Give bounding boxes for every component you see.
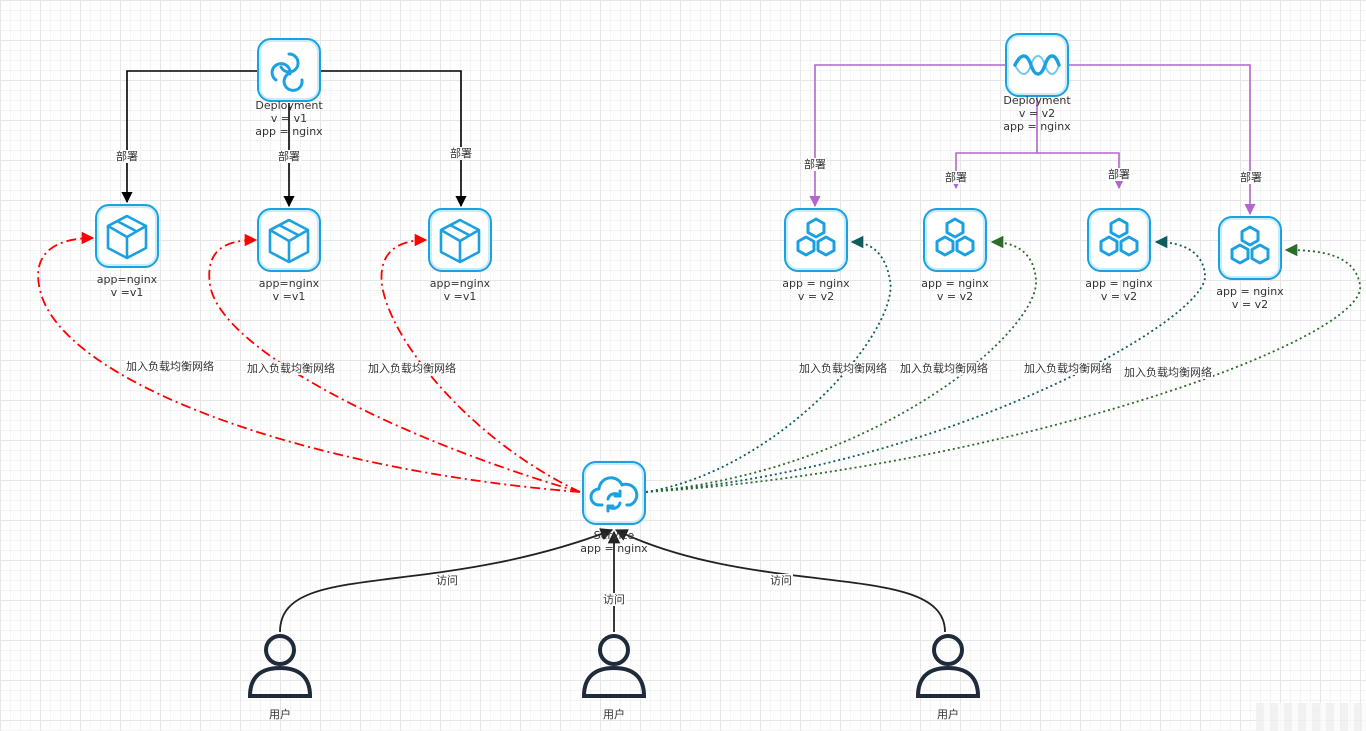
edge-label-join-lb: 加入负载均衡网络 [899,362,989,375]
person-icon [247,634,313,698]
wave-icon [1013,54,1061,76]
user-label: 用户 [937,708,959,721]
edge-label-join-lb: 加入负载均衡网络 [798,362,888,375]
pod-v1-node[interactable] [95,204,159,268]
edge-label-deploy: 部署 [944,171,968,184]
pod-v2-node[interactable] [1087,208,1151,272]
service-node[interactable] [582,461,646,525]
pod-v2-node[interactable] [784,208,848,272]
pod-v2-node[interactable] [923,208,987,272]
pod-v2-node[interactable] [1218,216,1282,280]
user-actor[interactable] [914,632,982,698]
user-label: 用户 [603,708,625,721]
cube-box-icon [106,214,148,260]
service-label: Service app = nginx [580,529,648,555]
user-actor[interactable] [246,632,314,698]
lb-v1-edges [37,231,581,493]
deployment-v2-node[interactable] [1005,33,1069,97]
edge-label-join-lb: 加入负载均衡网络 [1023,362,1113,375]
watermark-blur [1256,703,1366,731]
edge-label-access: 访问 [435,574,459,587]
pod-v1-node[interactable] [257,208,321,272]
edge-label-join-lb: 加入负载均衡网络 [1123,366,1213,379]
cube-box-icon [439,218,481,264]
edge-label-deploy: 部署 [803,158,827,171]
hexagon-cluster-icon [796,217,836,257]
deployment-v2-label: Deployment v = v2 app = nginx [1003,94,1071,133]
cloud-sync-icon [589,476,639,513]
cube-box-icon [268,218,310,264]
hexagon-cluster-icon [1230,225,1270,265]
user-label: 用户 [269,708,291,721]
edge-label-deploy: 部署 [277,150,301,163]
deployment-v1-label: Deployment v = v1 app = nginx [255,99,323,138]
edge-label-deploy: 部署 [449,147,473,160]
person-icon [581,634,647,698]
user-actor[interactable] [580,632,648,698]
edge-label-access: 访问 [769,574,793,587]
edge-label-access: 访问 [602,593,626,606]
edge-label-deploy: 部署 [1107,168,1131,181]
edge-label-join-lb: 加入负载均衡网络 [125,360,215,373]
hexagon-cluster-icon [1099,217,1139,257]
edge-label-deploy: 部署 [1239,171,1263,184]
access-edges [279,528,946,633]
edge-label-join-lb: 加入负载均衡网络 [367,362,457,375]
cycle-arrows-icon [270,52,304,92]
edge-label-deploy: 部署 [115,150,139,163]
hexagon-cluster-icon [935,217,975,257]
pod-v1-node[interactable] [428,208,492,272]
deployment-v1-node[interactable] [257,38,321,102]
lb-v2-edges [645,235,1361,493]
edge-label-join-lb: 加入负载均衡网络 [246,362,336,375]
person-icon [915,634,981,698]
